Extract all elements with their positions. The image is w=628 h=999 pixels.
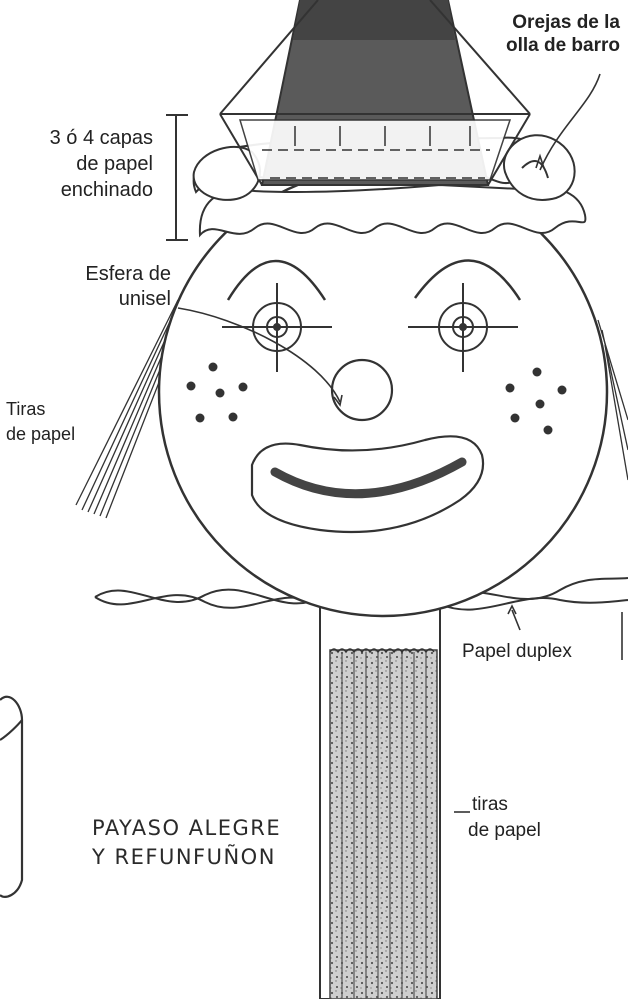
clown-nose bbox=[332, 360, 392, 420]
layers-bracket bbox=[166, 115, 188, 240]
label-capas: 3 ó 4 capas de papel enchinado bbox=[0, 125, 153, 203]
diagram-title: PAYASO ALEGRE Y REFUNFUÑON bbox=[92, 814, 332, 872]
label-esfera: Esfera de unisel bbox=[40, 262, 171, 312]
label-papel-duplex: Papel duplex bbox=[462, 640, 627, 663]
stick bbox=[320, 600, 440, 999]
label-orejas: Orejas de la olla de barro bbox=[448, 11, 620, 57]
label-tiras-stick: tiras de papel bbox=[468, 792, 608, 844]
label-tiras-side: Tiras de papel bbox=[6, 397, 126, 447]
cylinder-sketch bbox=[0, 697, 22, 897]
